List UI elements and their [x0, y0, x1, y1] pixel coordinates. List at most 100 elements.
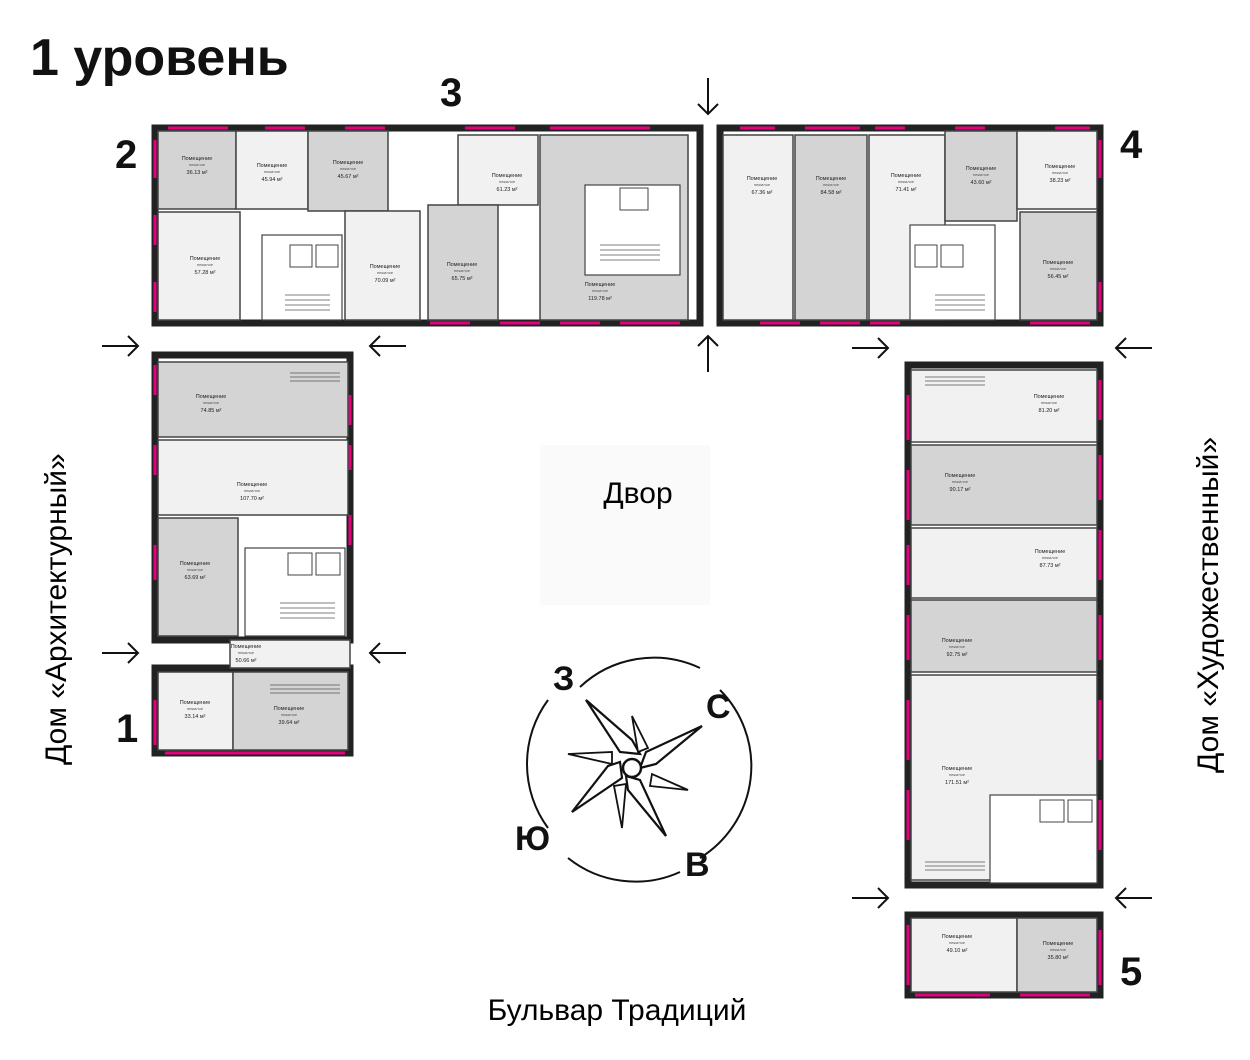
room-label: Помещение	[182, 156, 213, 162]
room-sublabel: нежилое	[454, 268, 471, 273]
room-label: Помещение	[942, 638, 973, 644]
room-sublabel: нежилое	[949, 772, 966, 777]
arrow-up-icon	[697, 334, 719, 372]
room-sublabel: нежилое	[1042, 555, 1059, 560]
room-label: Помещение	[1034, 394, 1065, 400]
room-r2[interactable]	[235, 130, 309, 210]
room-sublabel: нежилое	[949, 644, 966, 649]
room-sublabel: нежилое	[1050, 266, 1067, 271]
arrow-right-icon	[852, 337, 890, 359]
compass-west-label: З	[553, 660, 574, 698]
room-area: 45.94 м²	[262, 177, 283, 183]
room-r19[interactable]	[157, 671, 234, 751]
room-labels: Помещение нежилое 36.13 м² Помещение неж…	[180, 156, 1076, 961]
room-area: 33.14 м²	[185, 714, 206, 720]
room-r3[interactable]	[307, 130, 389, 212]
room-label: Помещение	[891, 173, 922, 179]
room-sublabel: нежилое	[898, 179, 915, 184]
room-r13[interactable]	[1016, 130, 1098, 210]
room-area: 87.73 м²	[1040, 563, 1061, 569]
room-r27[interactable]	[1016, 917, 1098, 993]
arrow-left-icon	[368, 642, 406, 664]
room-sublabel: нежилое	[281, 712, 298, 717]
room-r26[interactable]	[910, 917, 1018, 993]
room-area: 35.80 м²	[1048, 955, 1069, 961]
room-r5[interactable]	[344, 210, 421, 321]
room-label: Помещение	[180, 561, 211, 567]
room-label: Помещение	[1043, 260, 1074, 266]
room-r24[interactable]	[910, 599, 1098, 673]
room-sublabel: нежилое	[949, 940, 966, 945]
stair-icon	[925, 376, 985, 871]
room-r17[interactable]	[157, 517, 239, 637]
room-r18[interactable]	[229, 639, 351, 669]
room-sublabel: нежилое	[189, 162, 206, 167]
room-area: 92.75 м²	[947, 652, 968, 658]
entrance-arrows	[102, 78, 1152, 909]
room-area: 81.20 м²	[1039, 408, 1060, 414]
room-area: 45.67 м²	[338, 174, 359, 180]
entrance-number-5: 5	[1120, 950, 1142, 994]
entrance-number-1: 1	[116, 707, 138, 751]
room-label: Помещение	[333, 160, 364, 166]
arrow-right-icon	[102, 335, 140, 357]
left-wing-windows	[153, 365, 352, 755]
room-sublabel: нежилое	[823, 182, 840, 187]
compass-south-label: Ю	[515, 820, 550, 858]
room-area: 57.28 м²	[195, 270, 216, 276]
room-area: 74.85 м²	[201, 408, 222, 414]
street-label: Бульвар Традиций	[488, 994, 747, 1027]
room-r15[interactable]	[157, 361, 349, 438]
room-area: 84.58 м²	[821, 190, 842, 196]
room-sublabel: нежилое	[592, 288, 609, 293]
room-label: Помещение	[370, 264, 401, 270]
room-r21[interactable]	[910, 369, 1098, 443]
room-area: 39.64 м²	[279, 720, 300, 726]
room-label: Помещение	[231, 644, 262, 650]
house-right-label: Дом «Художественный»	[1192, 437, 1225, 773]
room-area: 171.51 м²	[945, 780, 969, 786]
room-area: 36.13 м²	[187, 170, 208, 176]
room-r7[interactable]	[427, 204, 499, 321]
room-label: Помещение	[190, 256, 221, 262]
room-r22[interactable]	[910, 444, 1098, 526]
top-wing-windows	[153, 126, 1102, 325]
room-area: 56.45 м²	[1048, 274, 1069, 280]
room-r6[interactable]	[457, 134, 539, 206]
room-label: Помещение	[492, 173, 523, 179]
elevator-icon	[1039, 799, 1065, 823]
room-area: 107.70 м²	[240, 496, 264, 502]
room-label: Помещение	[1043, 941, 1074, 947]
room-sublabel: нежилое	[197, 262, 214, 267]
room-label: Помещение	[1045, 164, 1076, 170]
compass-east-label: В	[685, 846, 710, 884]
arrow-left-icon	[1114, 887, 1152, 909]
room-area: 90.17 м²	[950, 487, 971, 493]
room-sublabel: нежилое	[973, 172, 990, 177]
room-sublabel: нежилое	[244, 488, 261, 493]
room-r14[interactable]	[1019, 211, 1098, 321]
entrance-number-2: 2	[115, 133, 137, 177]
room-r16[interactable]	[157, 439, 349, 516]
room-r10[interactable]	[794, 134, 868, 321]
room-label: Помещение	[816, 176, 847, 182]
room-r9[interactable]	[722, 134, 794, 321]
room-label: Помещение	[747, 176, 778, 182]
compass-star-icon	[567, 699, 703, 837]
room-area: 50.66 м²	[236, 658, 257, 664]
room-sublabel: нежилое	[187, 567, 204, 572]
house-left-label: Дом «Архитектурный»	[40, 453, 73, 765]
room-area: 65.75 м²	[452, 276, 473, 282]
right-wing	[904, 361, 1104, 999]
room-label: Помещение	[945, 473, 976, 479]
room-label: Помещение	[966, 166, 997, 172]
room-label: Помещение	[447, 262, 478, 268]
room-r4[interactable]	[157, 211, 241, 321]
room-area: 63.69 м²	[185, 575, 206, 581]
room-r23[interactable]	[910, 527, 1098, 599]
room-area: 71.41 м²	[896, 187, 917, 193]
room-label: Помещение	[942, 766, 973, 772]
room-sublabel: нежилое	[187, 706, 204, 711]
elevator-icon	[619, 187, 649, 211]
